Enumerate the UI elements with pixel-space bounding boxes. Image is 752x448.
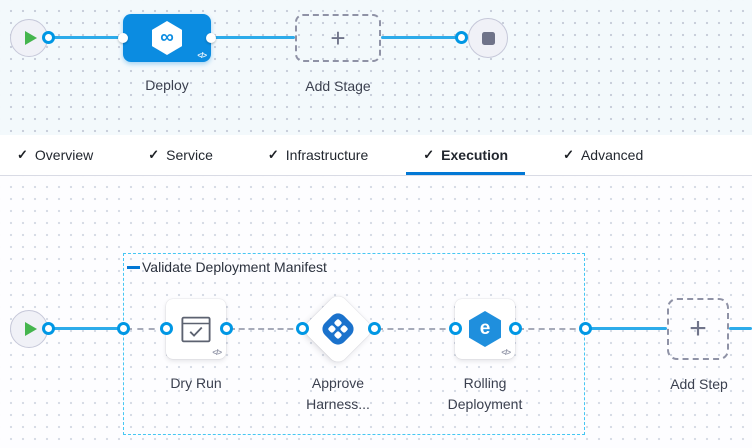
- step-node-dry-run[interactable]: </>: [166, 299, 226, 359]
- step-label-approve: Approve Harness...: [288, 373, 388, 415]
- tab-service[interactable]: ✓ Service: [131, 135, 230, 175]
- plus-icon: +: [689, 314, 707, 344]
- collapse-icon[interactable]: [127, 266, 140, 269]
- group-in-port[interactable]: [117, 322, 130, 335]
- harness-approval-icon: [315, 306, 361, 352]
- start-node-out-port[interactable]: [42, 31, 55, 44]
- tab-label: Service: [166, 147, 213, 163]
- edge-deploy-to-addstage: [211, 36, 295, 39]
- approve-in-port[interactable]: [296, 322, 309, 335]
- check-icon: ✓: [268, 147, 279, 163]
- stop-icon: [482, 32, 495, 45]
- rolling-deployment-icon: e: [469, 311, 501, 347]
- deploy-out-port[interactable]: [206, 33, 216, 43]
- step-node-approve[interactable]: [301, 292, 375, 366]
- edge-start-to-group: [48, 327, 120, 330]
- dry-run-out-port[interactable]: [220, 322, 233, 335]
- group-out-port[interactable]: [579, 322, 592, 335]
- edge-addstep-out: [729, 327, 752, 330]
- dry-run-in-port[interactable]: [160, 322, 173, 335]
- check-icon: ✓: [17, 147, 28, 163]
- step-node-rolling-deployment[interactable]: e </>: [455, 299, 515, 359]
- approve-out-port[interactable]: [368, 322, 381, 335]
- add-stage-label: Add Stage: [283, 76, 393, 97]
- stage-pipeline-canvas: ∞ </> Deploy + Add Stage: [0, 0, 752, 135]
- check-icon: ✓: [148, 147, 159, 163]
- check-icon: ✓: [423, 147, 434, 163]
- stage-node-deploy[interactable]: ∞ </>: [123, 14, 211, 62]
- check-icon: ✓: [563, 147, 574, 163]
- cd-icon-glyph: ∞: [160, 27, 174, 49]
- add-step-label: Add Step: [649, 374, 749, 395]
- edge-approve-to-rolling: [377, 328, 456, 330]
- step-label-rolling: Rolling Deployment: [425, 373, 545, 415]
- rolling-in-port[interactable]: [449, 322, 462, 335]
- tab-execution[interactable]: ✓ Execution: [406, 135, 525, 175]
- rolling-out-port[interactable]: [509, 322, 522, 335]
- play-icon: [25, 31, 37, 45]
- edge-dryrun-to-approve: [229, 328, 303, 330]
- play-icon: [25, 322, 37, 336]
- tab-label: Infrastructure: [286, 147, 368, 163]
- edge-addstage-to-end: [381, 36, 460, 39]
- add-step-button[interactable]: +: [667, 298, 729, 360]
- deploy-in-port[interactable]: [118, 33, 128, 43]
- tab-infrastructure[interactable]: ✓ Infrastructure: [251, 135, 385, 175]
- step-group-header[interactable]: Validate Deployment Manifest: [127, 259, 327, 275]
- step-label-line2: Deployment: [425, 394, 545, 415]
- tab-label: Overview: [35, 147, 93, 163]
- tab-label: Advanced: [581, 147, 643, 163]
- edge-rolling-to-group: [518, 328, 586, 330]
- step-label-dry-run: Dry Run: [146, 373, 246, 394]
- code-icon: </>: [501, 348, 510, 357]
- step-label-line2: Harness...: [288, 394, 388, 415]
- rolling-icon-glyph: e: [480, 318, 491, 340]
- exec-start-out-port[interactable]: [42, 322, 55, 335]
- stage-tabs: ✓ Overview ✓ Service ✓ Infrastructure ✓ …: [0, 135, 752, 176]
- execution-canvas: Validate Deployment Manifest </> Dry Run: [0, 176, 752, 448]
- step-group-title: Validate Deployment Manifest: [142, 259, 327, 275]
- add-stage-button[interactable]: +: [295, 14, 381, 62]
- pipeline-end-node: [468, 18, 508, 58]
- step-label-line1: Approve: [288, 373, 388, 394]
- plus-icon: +: [330, 25, 345, 51]
- cd-hexagon-icon: ∞: [152, 21, 182, 55]
- code-icon: </>: [197, 51, 206, 60]
- edge-start-to-deploy: [48, 36, 123, 39]
- tab-overview[interactable]: ✓ Overview: [0, 135, 110, 175]
- end-node-in-port[interactable]: [455, 31, 468, 44]
- tab-advanced[interactable]: ✓ Advanced: [546, 135, 660, 175]
- dry-run-icon: [181, 316, 211, 343]
- step-label-line1: Rolling: [425, 373, 545, 394]
- tab-label: Execution: [441, 147, 508, 163]
- edge-group-to-addstep: [588, 327, 667, 330]
- code-icon: </>: [212, 348, 221, 357]
- stage-label: Deploy: [123, 75, 211, 96]
